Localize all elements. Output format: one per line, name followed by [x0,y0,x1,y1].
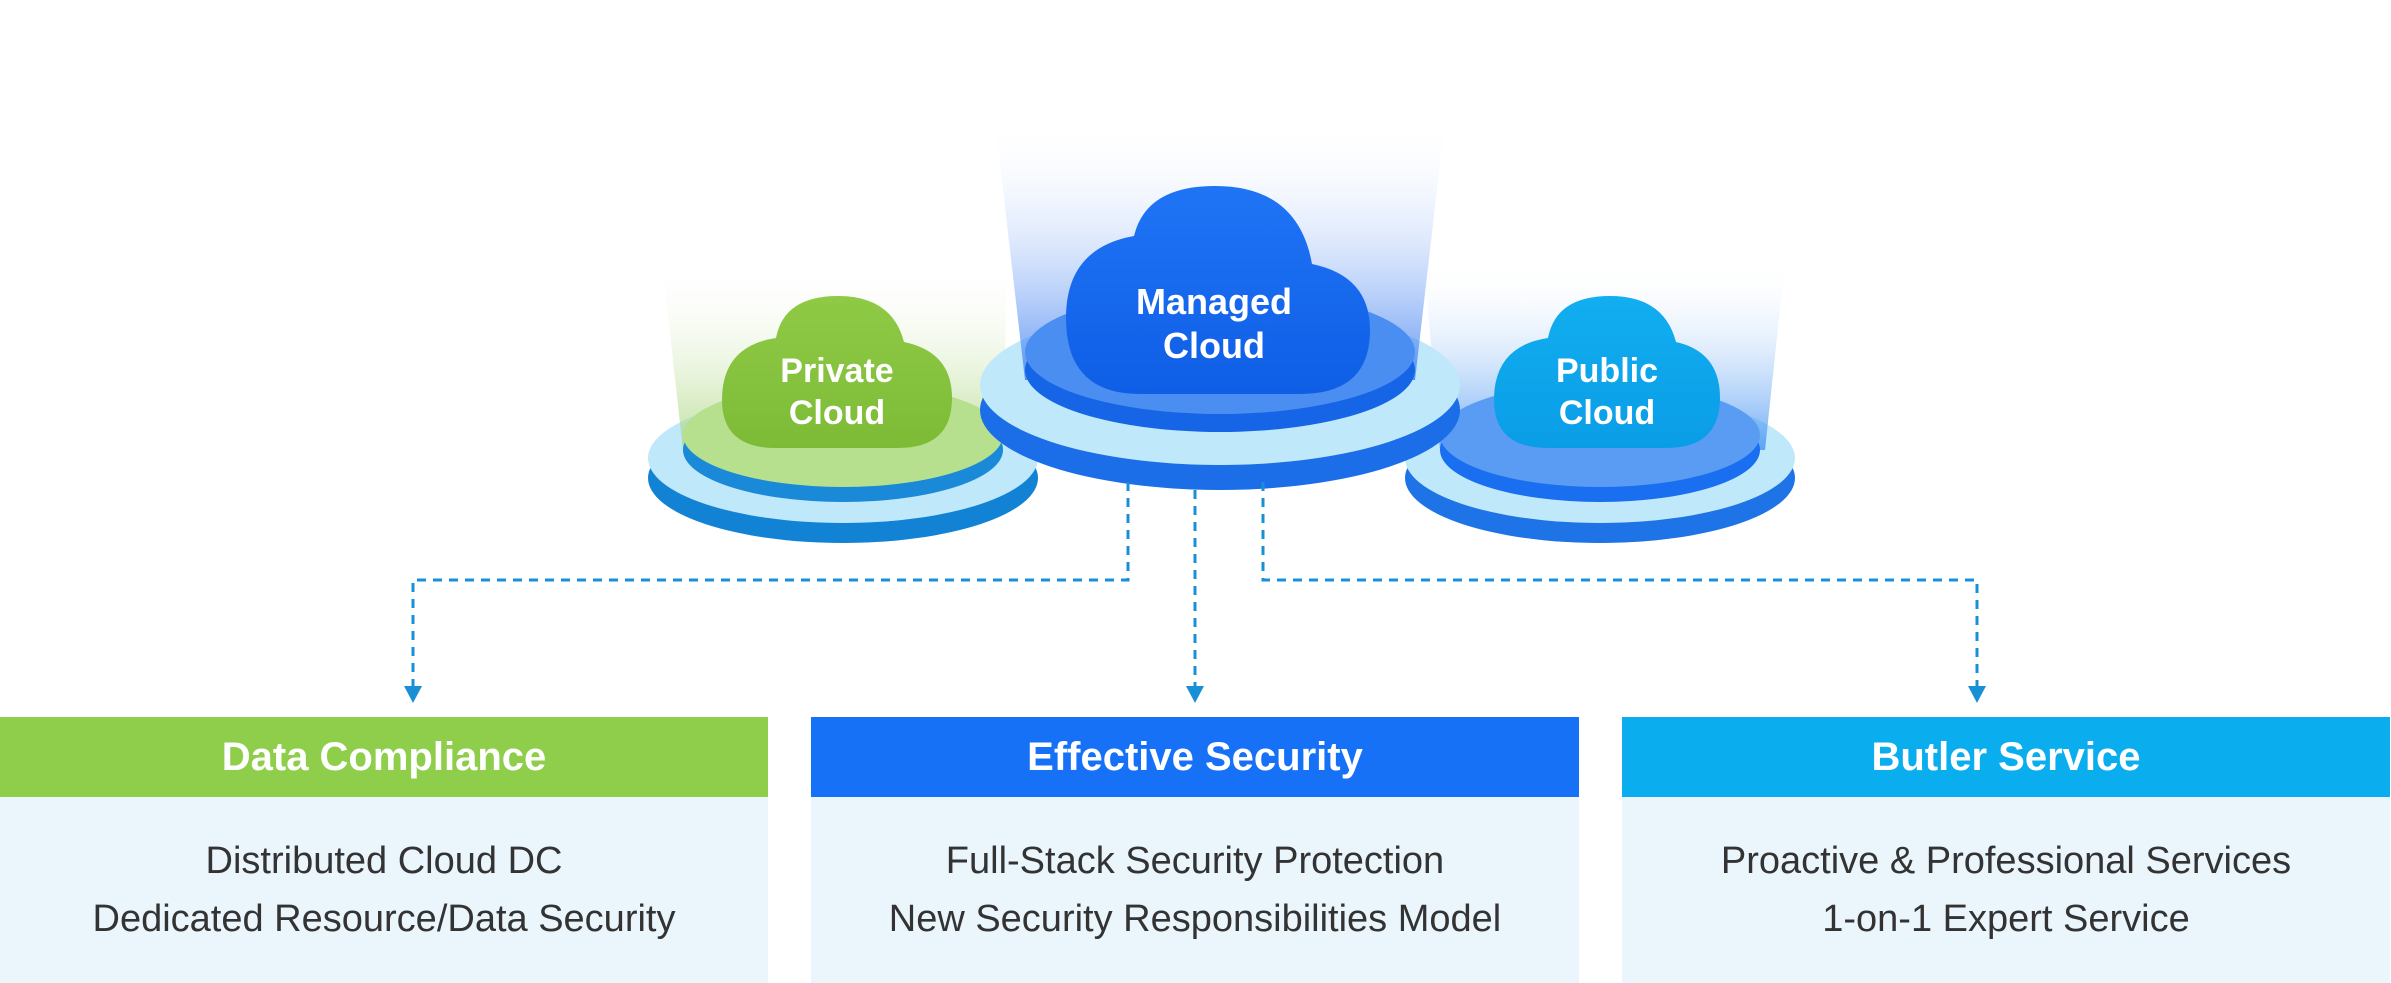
public-cloud-label-line1: Public [1556,352,1658,390]
card-line: 1-on-1 Expert Service [1822,898,2190,940]
cloud-icon [722,296,952,448]
card-body: Distributed Cloud DC Dedicated Resource/… [0,797,768,983]
card-line: Proactive & Professional Services [1720,840,2292,882]
managed-cloud-label-line2: Cloud [1163,325,1265,366]
card-data-compliance: Data Compliance Distributed Cloud DC Ded… [0,717,768,983]
card-butler-service: Butler Service Proactive & Professional … [1622,717,2390,983]
managed-cloud-label-line1: Managed [1136,281,1292,322]
arrow-down-icon [1186,686,1204,703]
card-line: Dedicated Resource/Data Security [92,898,676,940]
public-cloud-label-line2: Cloud [1559,394,1655,432]
connector-arrowheads [404,686,1986,703]
connector-right [1261,482,1979,690]
card-title: Data Compliance [0,717,768,797]
public-cloud: Public Cloud [1494,296,1720,448]
connector-left [411,482,1130,690]
managed-cloud: Managed Cloud [1066,186,1370,394]
arrow-down-icon [404,686,422,703]
connectors [411,482,1979,690]
private-cloud-label-line2: Cloud [789,394,885,432]
card-title: Butler Service [1622,717,2390,797]
private-cloud: Private Cloud [722,296,952,448]
cloud-icon [1494,296,1720,448]
arrow-down-icon [1968,686,1986,703]
card-title: Effective Security [811,717,1579,797]
card-body: Proactive & Professional Services 1-on-1… [1622,797,2390,983]
card-line: Distributed Cloud DC [205,840,563,882]
card-effective-security: Effective Security Full-Stack Security P… [811,717,1579,983]
cloud-icon [1066,186,1370,394]
card-line: Full-Stack Security Protection [945,840,1445,882]
card-body: Full-Stack Security Protection New Secur… [811,797,1579,983]
private-cloud-label-line1: Private [780,352,893,390]
card-line: New Security Responsibilities Model [888,898,1502,940]
